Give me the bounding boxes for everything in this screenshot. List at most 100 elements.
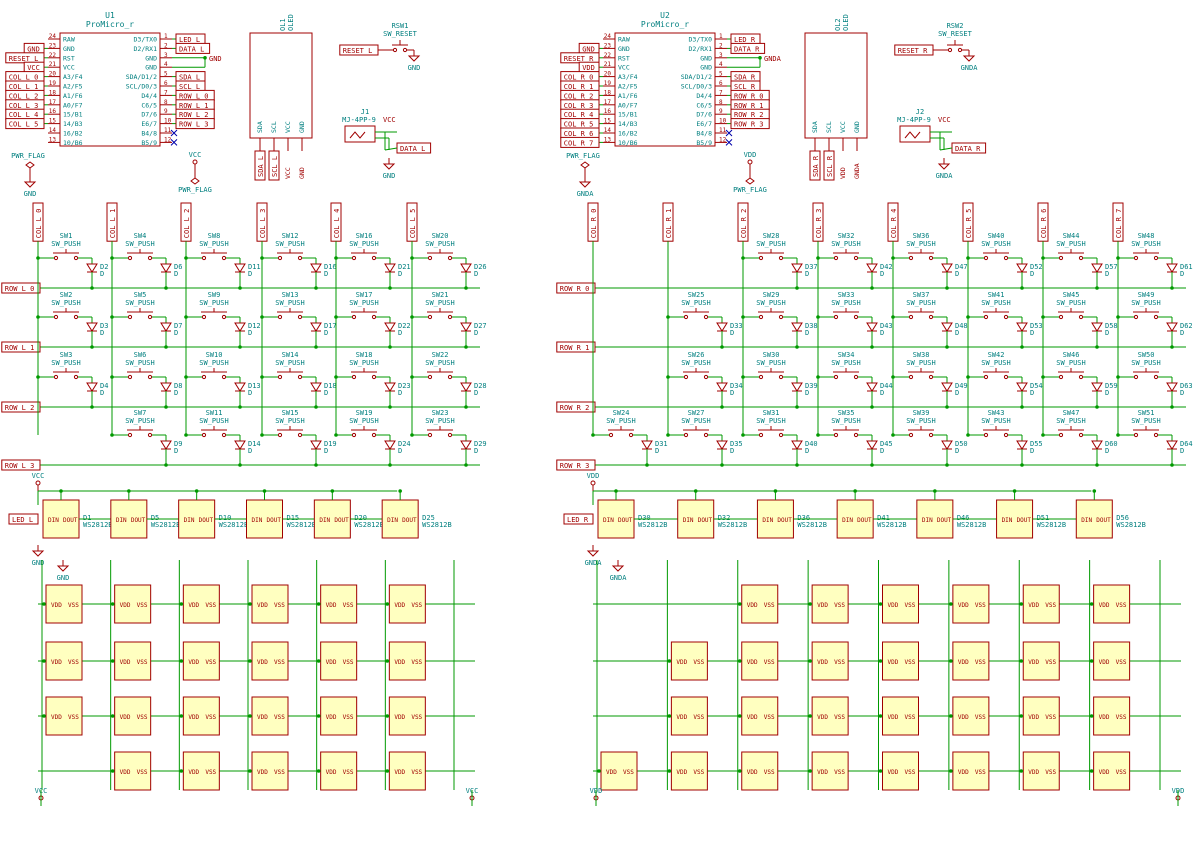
led-pin-name: DOUT [857,517,872,524]
switch-contact [928,374,934,380]
switch-contact [928,314,934,320]
junction-dot [1170,405,1174,409]
switch-contact [683,314,689,320]
switch-contact [392,47,398,53]
diode-value: D [324,389,328,397]
switch-contact [908,374,914,380]
diode-ref: D12 [248,322,261,330]
diode-ref: D4 [100,382,108,390]
net-label: COL_R_3 [815,209,823,239]
switch-contact [1153,255,1159,261]
switch-value: SW_PUSH [1131,299,1161,307]
junction-dot [464,286,468,290]
junction-dot [1170,345,1174,349]
underglow-led [182,584,220,624]
junction-dot [90,286,94,290]
switch-value: SW_PUSH [349,359,379,367]
switch-contact [147,314,153,320]
net-label-box [823,150,835,181]
ground-label: GND [209,55,222,63]
net-label-box [556,282,596,294]
diode-ref: D28 [474,382,487,390]
oled-ref: OL2 [834,18,842,31]
led-pin-name: VSS [68,714,79,721]
led-pin-name: VDD [1099,714,1110,721]
switch-value: SW_PUSH [1056,359,1086,367]
junction-dot [330,489,335,493]
diode-symbol [1091,263,1103,273]
diode-value: D [474,270,478,278]
pin-name: RST [618,54,630,62]
underglow-led [1022,751,1060,791]
pin-name: D4/4 [696,92,712,100]
pin-name: GND [145,64,157,72]
net-label-box [563,513,594,525]
diode-value: D [1105,329,1109,337]
switch-contact [778,432,784,438]
led-pin-name: VSS [975,602,986,609]
diode-ref: D16 [324,263,337,271]
pin-name: C6/5 [696,101,712,109]
diode-symbol [866,440,878,450]
diode-symbol [160,263,172,273]
switch-value: SW_PUSH [275,299,305,307]
diode-symbol [234,263,246,273]
diode-value: D [248,329,252,337]
junction-dot [262,489,267,493]
led-pin-name: VDD [188,769,199,776]
diode-ref: D26 [474,263,487,271]
junction-dot [933,489,937,493]
right-half-schematic: U2ProMicro_rRAW24GND23GNDRST22RESET_RVCC… [556,11,1193,806]
switch-ref: SW49 [1138,291,1155,299]
oled-pin-name: SDA [256,121,264,133]
led-value: WS2812B [1037,521,1067,529]
net-label: DATA_L [400,145,425,153]
led-pin-name: VSS [1045,602,1056,609]
pin-number: 11 [164,127,172,134]
switch-ref: SW44 [1063,232,1080,240]
oled-pin-name: GND [298,121,306,133]
reset-ref: RSW2 [947,22,964,30]
net-label: COL_R_4 [890,209,898,239]
junction-dot [179,769,184,773]
diode-symbol [234,440,246,450]
switch-ref: SW14 [282,351,299,359]
net-label: COL_R_2 [740,209,748,239]
switch-ref: SW31 [763,409,780,417]
switch-ref: SW10 [206,351,223,359]
net-label: COL_R_2 [564,92,594,100]
led-pin-name: VSS [343,602,354,609]
pin-number: 2 [719,42,723,49]
diode-symbol [310,440,322,450]
net-label: ROW_L_0 [179,92,209,100]
pin-number: 12 [719,136,727,143]
switch-value: SW_PUSH [756,417,786,425]
pin-name: 15/B1 [618,111,638,119]
pin-name: RST [63,54,75,62]
ground-symbol [56,565,70,572]
led-pin-name: VSS [693,659,704,666]
net-label: GND [27,45,40,53]
junction-dot [238,345,242,349]
net-label: ROW_R_1 [734,102,764,110]
junction-dot [385,659,390,663]
junction-dot [164,345,168,349]
diode-symbol [160,440,172,450]
net-label: SCL_L [179,83,200,91]
pin-number: 24 [49,33,57,40]
pin-name: D3/TX0 [134,36,158,44]
switch-ref: SW27 [688,409,705,417]
net-label-box [1,282,41,294]
junction-dot [110,602,115,606]
led-ref: D25 [422,514,435,522]
switch-contact [778,374,784,380]
net-label: RESET_R [564,55,594,63]
diode-ref: D53 [1030,322,1043,330]
junction-dot [179,714,184,718]
net-label-box [1,341,41,353]
junction-dot [949,769,953,773]
led-pin-name: VSS [623,769,634,776]
pin-name: B5/9 [141,139,157,147]
junction-dot [614,489,618,493]
net-label: GND [582,45,595,53]
